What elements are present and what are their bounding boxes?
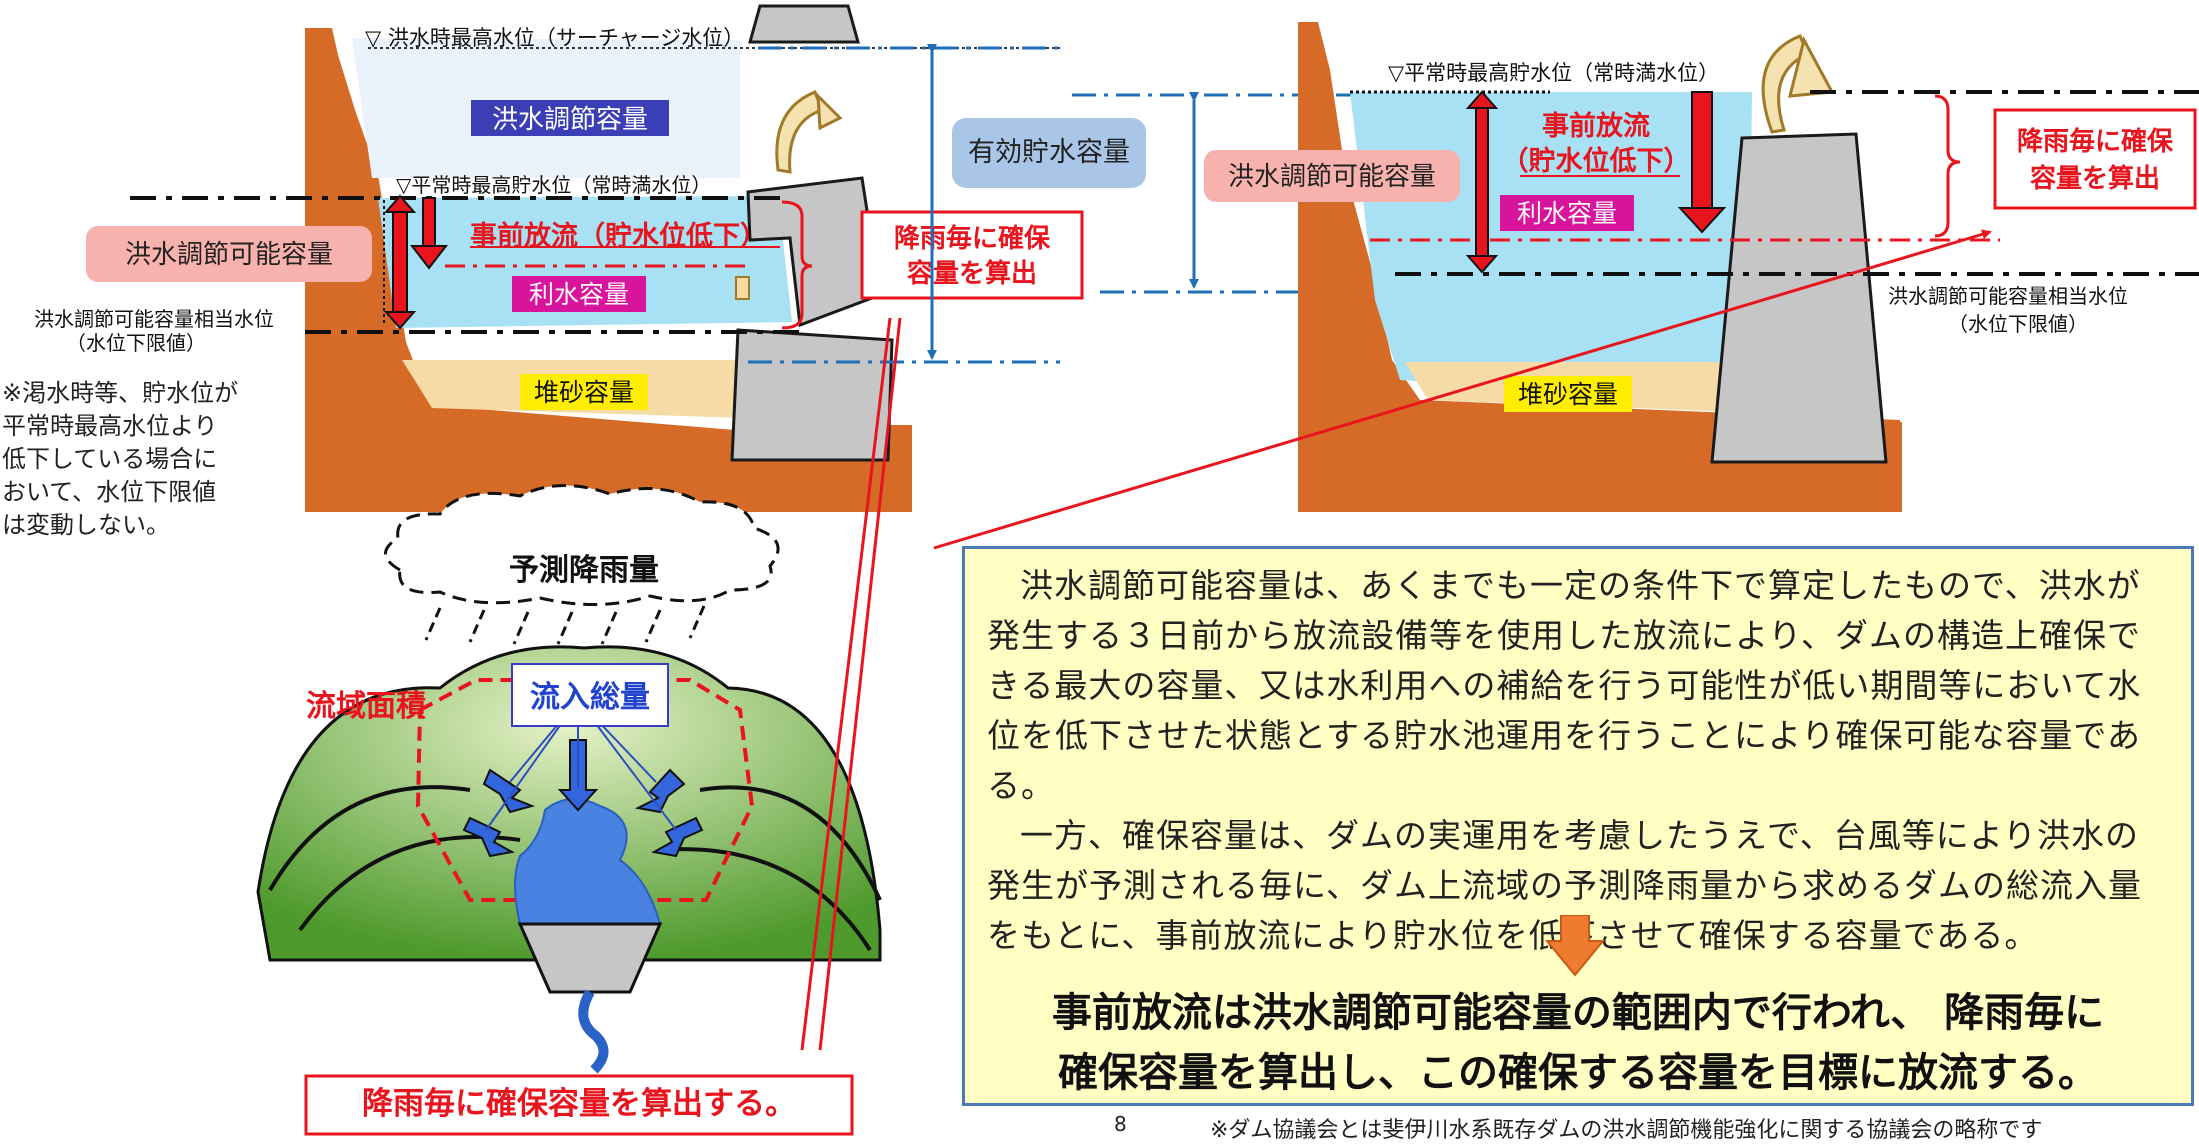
left-note-line-1: ※渇水時等、貯水位が — [2, 379, 238, 407]
right-rain-box-line2: 容量を算出 — [2030, 163, 2160, 194]
left-flood-control-label: 洪水調節容量 — [492, 105, 648, 135]
left-surcharge-label: ▽ 洪水時最高水位（サーチャージ水位） — [365, 26, 744, 50]
total-inflow-label: 流入総量 — [530, 680, 650, 715]
forecast-rainfall-label: 予測降雨量 — [509, 553, 659, 588]
right-water-use-label: 利水容量 — [1517, 199, 1617, 228]
left-dam-section: ▽ 洪水時最高水位（サーチャージ水位） 洪水調節容量 ▽平常時最高貯水位（常時満… — [2, 4, 1084, 539]
right-lower-limit-label-1: 洪水調節可能容量相当水位 — [1888, 284, 2128, 308]
explanation-box: 洪水調節可能容量は、あくまでも一定の条件下で算定したもので、洪水が発生する３日前… — [962, 546, 2194, 1106]
left-rain-box-line2: 容量を算出 — [907, 258, 1037, 289]
basin-section: 予測降雨量 — [256, 484, 882, 1136]
right-tainter-gate — [1761, 34, 1810, 134]
left-dam-body — [730, 328, 894, 462]
right-prior-release-label-1: 事前放流 — [1542, 110, 1650, 142]
explanation-paragraph-2: 一方、確保容量は、ダムの実運用を考慮したうえで、台風等により洪水の発生が予測され… — [987, 816, 2143, 955]
outflow-river — [578, 989, 609, 1074]
left-adjustable-label: 洪水調節可能容量 — [125, 240, 333, 270]
left-dam-mid — [746, 176, 882, 328]
down-arrow-icon — [1545, 915, 1605, 977]
left-note-line-5: は変動しない。 — [2, 511, 170, 539]
right-adjustable-label: 洪水調節可能容量 — [1228, 162, 1436, 192]
effective-volume-label: 有効貯水容量 — [968, 137, 1130, 168]
left-intake — [735, 276, 750, 300]
explanation-paragraph-1: 洪水調節可能容量は、あくまでも一定の条件下で算定したもので、洪水が発生する３日前… — [987, 566, 2142, 805]
left-note-line-4: おいて、水位下限値 — [2, 478, 216, 506]
right-lower-limit-label-2: （水位下限値） — [1948, 312, 2088, 336]
conclusion-text: 事前放流は洪水調節可能容量の範囲内で行われ、 降雨毎に 確保容量を算出し、この確… — [965, 983, 2191, 1103]
right-sediment-label: 堆砂容量 — [1518, 380, 1618, 409]
right-rain-box-line1: 降雨毎に確保 — [2017, 126, 2174, 157]
left-note-line-3: 低下している場合に — [2, 445, 217, 473]
reservoir-water — [514, 798, 662, 925]
left-lower-limit-label-2: （水位下限値） — [66, 331, 206, 355]
right-dam-body — [1710, 132, 1888, 464]
connector-lines — [800, 229, 1992, 1051]
left-prior-release-label: 事前放流（貯水位低下） — [470, 220, 767, 252]
left-brace — [781, 200, 813, 330]
left-dam-crest — [748, 4, 860, 44]
cloud-outline — [384, 484, 780, 607]
right-dam-section: ▽平常時最高貯水位（常時満水位） 事前放流 （貯水位低下） 利水容量 洪水調節可… — [1204, 22, 2199, 512]
page-number: 8 — [1114, 1112, 1127, 1136]
left-sediment-label: 堆砂容量 — [534, 378, 634, 407]
left-rain-box-line1: 降雨毎に確保 — [894, 223, 1051, 254]
basin-dam — [517, 922, 663, 994]
left-note-line-2: 平常時最高水位より — [2, 412, 218, 440]
right-prior-release-label-2: （貯水位低下） — [1502, 145, 1691, 177]
left-tainter-gate — [775, 90, 824, 174]
left-normal-level-label: ▽平常時最高貯水位（常時満水位） — [396, 173, 711, 197]
right-brace — [1934, 94, 1961, 238]
left-lower-limit-label-1: 洪水調節可能容量相当水位 — [34, 307, 274, 331]
basin-area-label: 流域面積 — [306, 689, 426, 724]
left-water — [378, 196, 792, 328]
left-ground — [305, 28, 912, 512]
conclusion-line-2: 確保容量を算出し、この確保する容量を目標に放流する。 — [1058, 1050, 2098, 1096]
left-water-use-label: 利水容量 — [529, 280, 629, 309]
footnote: ※ダム協議会とは斐伊川水系既存ダムの洪水調節機能強化に関する協議会の略称です — [1210, 1118, 2043, 1143]
rain-lines — [424, 605, 706, 645]
conclusion-line-1: 事前放流は洪水調節可能容量の範囲内で行われ、 降雨毎に — [1051, 990, 2105, 1036]
basin-bottom-label: 降雨毎に確保容量を算出する。 — [362, 1086, 796, 1122]
right-normal-level-label: ▽平常時最高貯水位（常時満水位） — [1388, 61, 1719, 85]
